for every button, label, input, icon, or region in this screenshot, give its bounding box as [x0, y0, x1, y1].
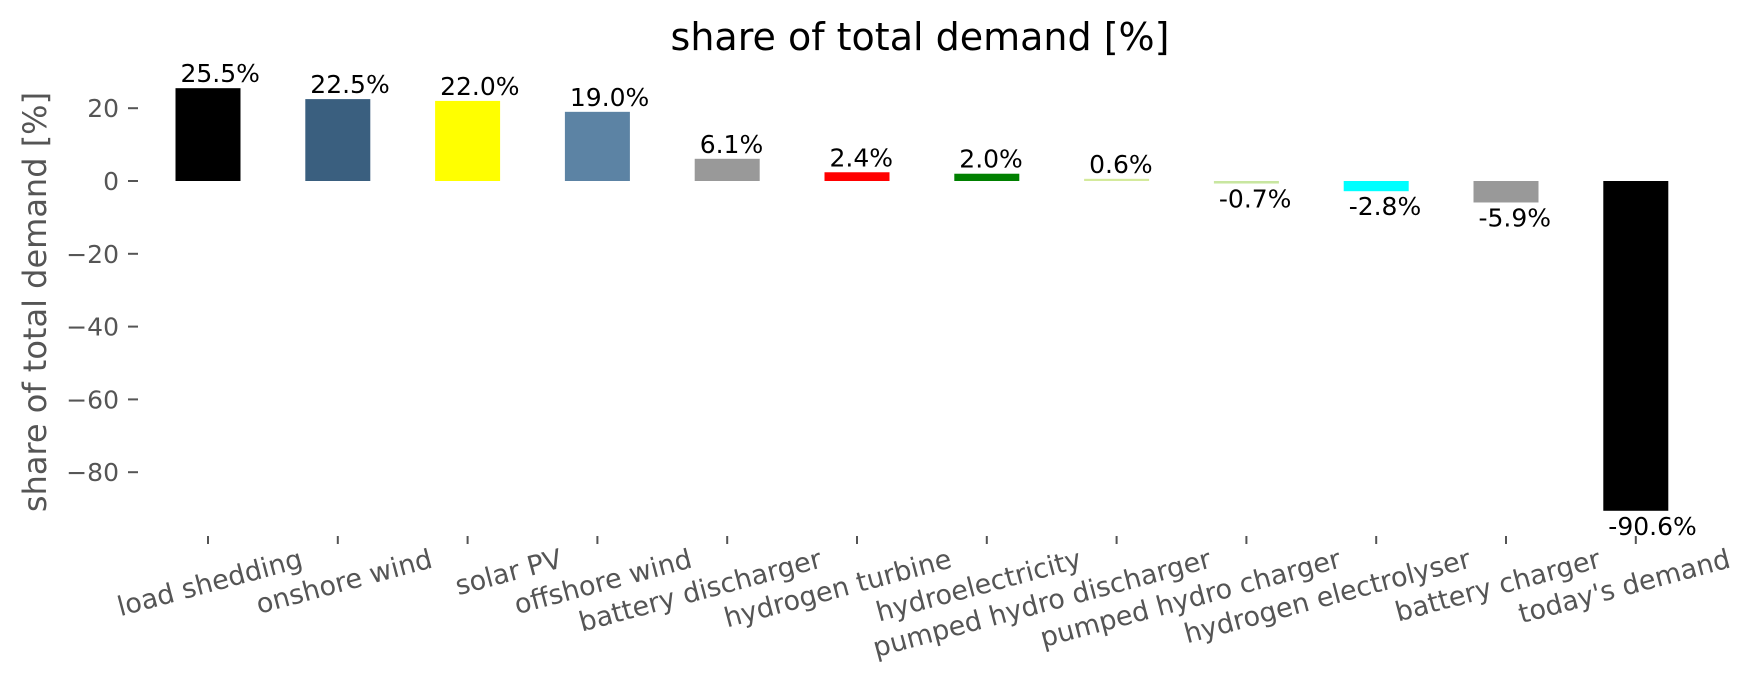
bar — [175, 88, 241, 181]
data-label: 0.6% — [1089, 150, 1153, 179]
y-axis-label: share of total demand [%] — [16, 92, 54, 512]
bar — [1084, 178, 1150, 181]
bar — [1213, 181, 1279, 184]
bar — [564, 111, 630, 181]
data-label: 19.0% — [570, 83, 649, 112]
data-label: -2.8% — [1349, 192, 1422, 221]
y-tick-label: −20 — [66, 240, 119, 269]
bar — [1603, 181, 1669, 511]
data-label: 22.5% — [310, 70, 389, 99]
bar — [305, 99, 371, 181]
data-labels: 25.5% 22.5% 22.0% 19.0% 6.1% 2.4% 2.0% 0.6% -0.7… — [181, 59, 1697, 541]
bar — [954, 173, 1020, 181]
data-label: 2.4% — [830, 143, 894, 172]
y-tick-label: 20 — [87, 94, 119, 123]
chart-title: share of total demand [%] — [671, 15, 1170, 59]
bar — [824, 172, 890, 181]
bar — [435, 100, 501, 181]
data-label: -0.7% — [1219, 185, 1292, 214]
bars — [175, 88, 1669, 511]
y-tick-label: −60 — [66, 385, 119, 414]
bar — [694, 158, 760, 181]
bar — [1343, 181, 1409, 192]
y-axis: 20 0 −20 −40 −60 −80 — [66, 94, 138, 487]
y-tick-label: −80 — [66, 458, 119, 487]
bar — [1473, 181, 1539, 203]
data-label: 25.5% — [181, 59, 260, 88]
data-label: -5.9% — [1479, 203, 1552, 232]
data-label: 6.1% — [700, 130, 764, 159]
data-label: 22.0% — [440, 72, 519, 101]
data-label: 2.0% — [959, 145, 1023, 174]
y-tick-label: −40 — [66, 313, 119, 342]
data-label: -90.6% — [1608, 512, 1696, 541]
y-tick-label: 0 — [103, 167, 119, 196]
